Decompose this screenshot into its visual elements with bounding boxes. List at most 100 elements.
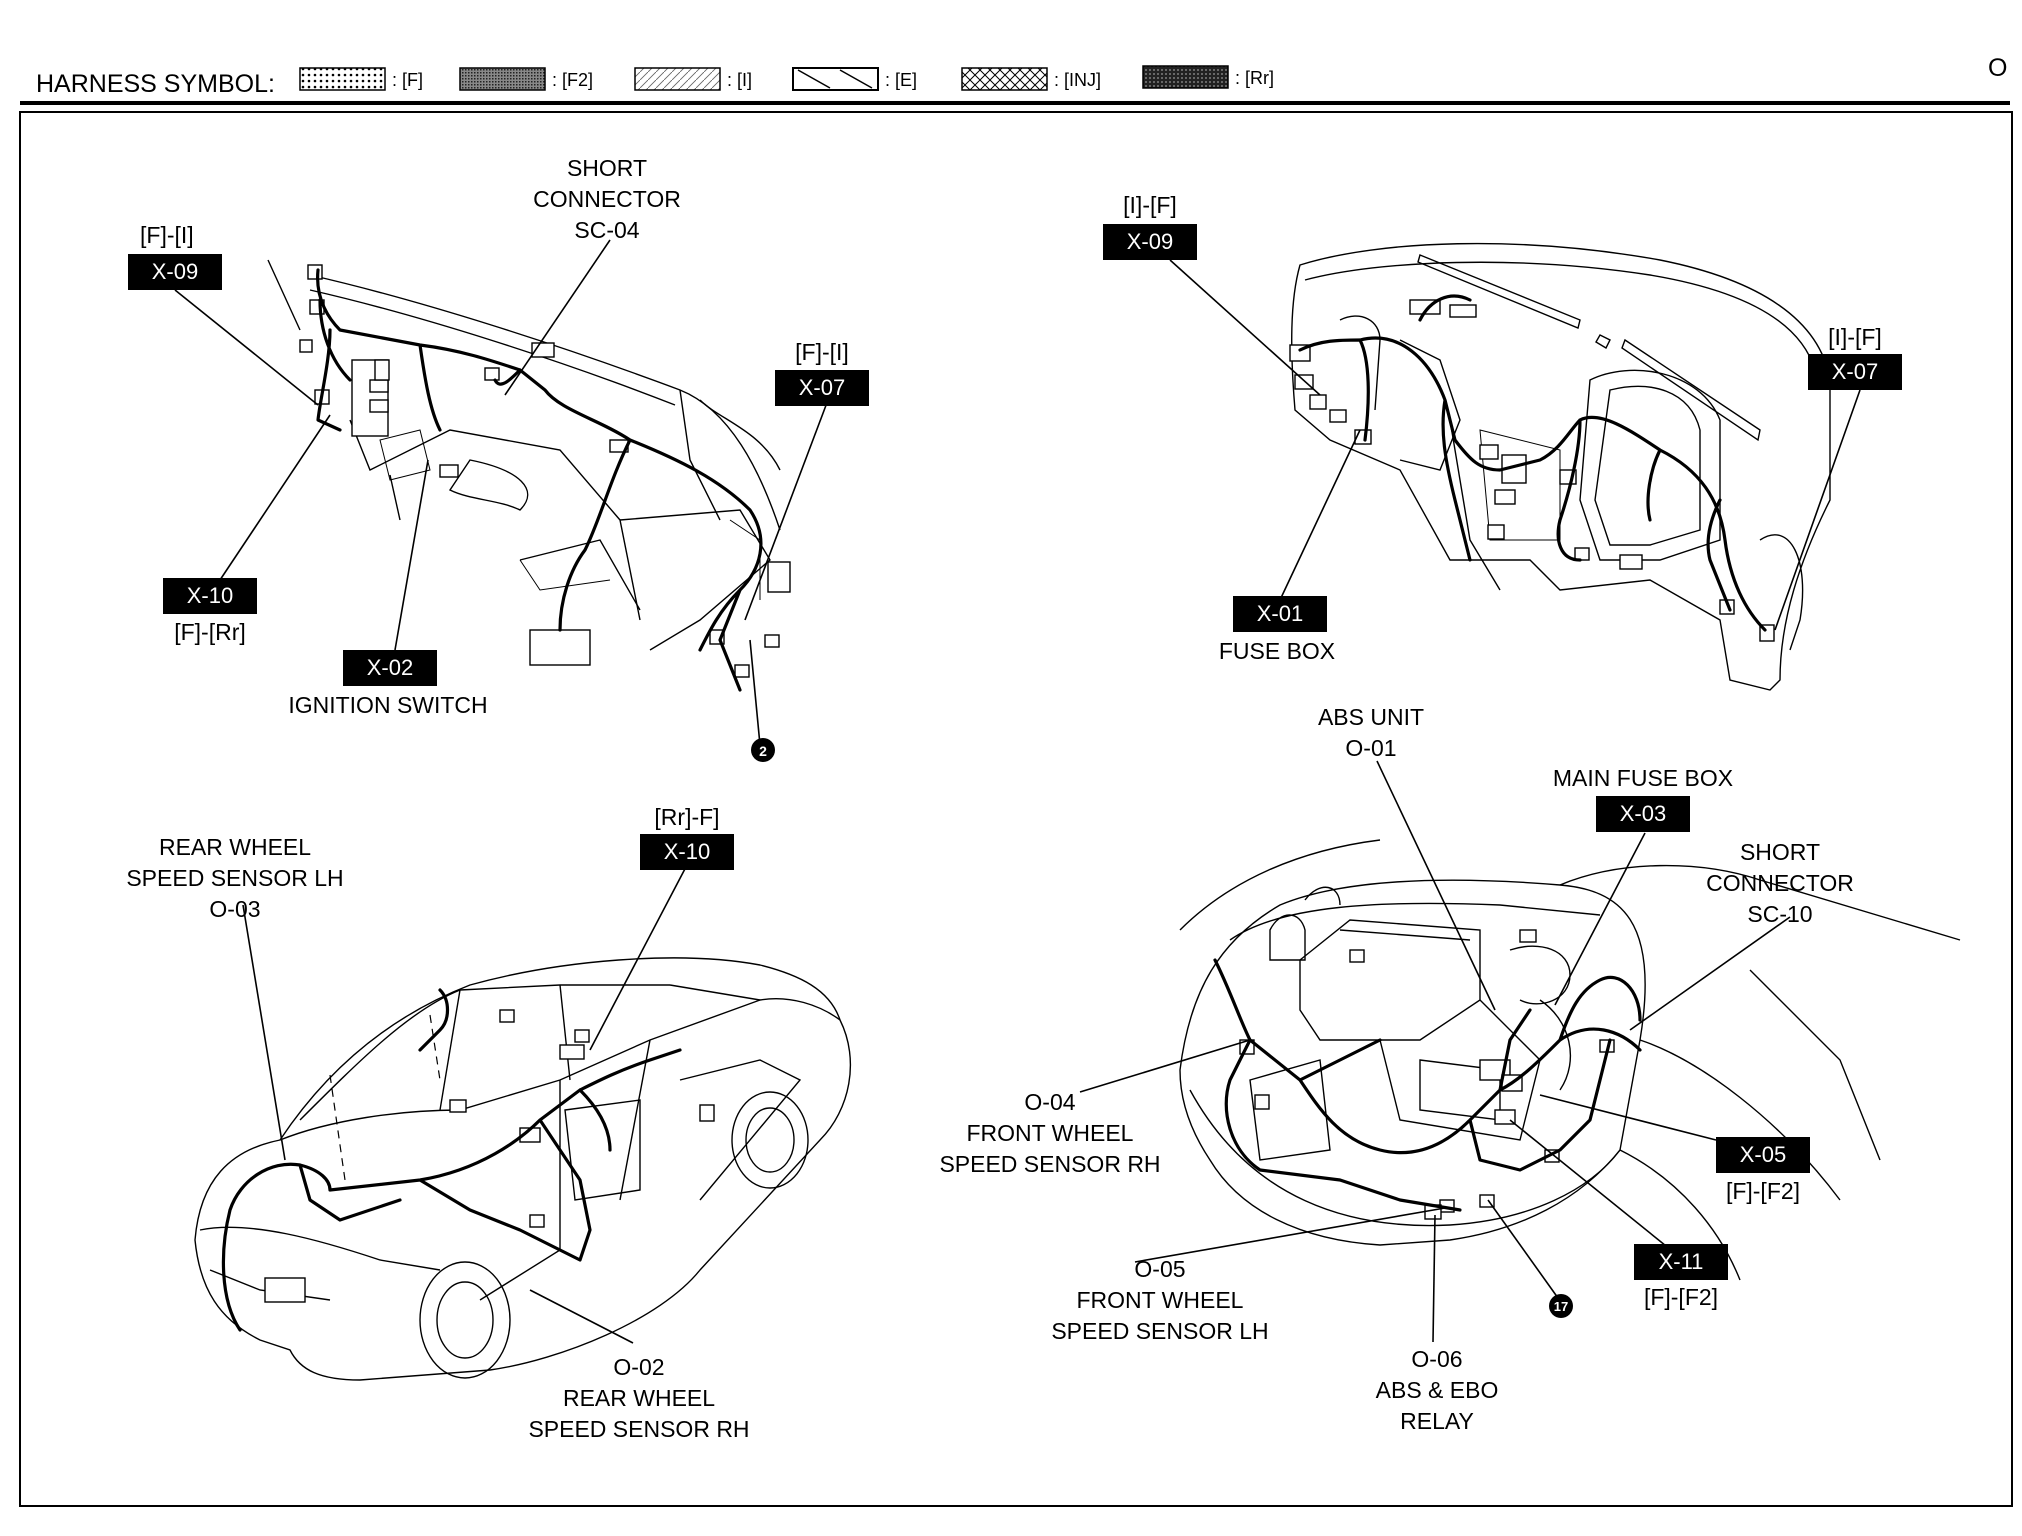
legend-title: HARNESS SYMBOL: bbox=[36, 70, 275, 98]
ground-point-2: 2 bbox=[751, 738, 775, 762]
fuse-box-label: FUSE BOX bbox=[1219, 638, 1335, 664]
o06-line2: RELAY bbox=[1400, 1408, 1474, 1434]
x07-left-code: [F]-[I] bbox=[795, 339, 849, 365]
o03-line1: REAR WHEEL bbox=[159, 834, 311, 860]
leader-sc04 bbox=[504, 239, 611, 396]
rear-car-drawing bbox=[194, 957, 852, 1381]
x07-left-tag: X-07 bbox=[775, 370, 869, 406]
legend-symbol-f: : [F] bbox=[299, 67, 423, 91]
dashboard-left-harness bbox=[316, 268, 763, 692]
x10-rear-code: [Rr]-F] bbox=[654, 804, 719, 830]
x09-left-code: [F]-[I] bbox=[140, 222, 194, 248]
o04-line1: FRONT WHEEL bbox=[967, 1120, 1134, 1146]
sc04-id: SC-04 bbox=[574, 217, 639, 243]
sc04-line1: SHORT bbox=[567, 155, 647, 181]
harness-symbol-legend: HARNESS SYMBOL: : [F] : [F2] : [I] : [E]… bbox=[36, 54, 2007, 98]
o06-id: O-06 bbox=[1411, 1346, 1462, 1372]
legend-label-inj: : [INJ] bbox=[1054, 70, 1101, 90]
x01-id: X-01 bbox=[1257, 601, 1303, 626]
o05-line2: SPEED SENSOR LH bbox=[1051, 1318, 1268, 1344]
x02-tag: X-02 bbox=[343, 650, 437, 686]
rear-car-harness bbox=[221, 988, 682, 1332]
x10-left-tag: X-10 bbox=[163, 578, 257, 614]
x03-tag: X-03 bbox=[1596, 796, 1690, 832]
x09-right-code: [I]-[F] bbox=[1123, 192, 1177, 218]
leader-o04 bbox=[1079, 1039, 1251, 1093]
engine-bay-harness bbox=[1213, 958, 1642, 1212]
o06-line1: ABS & EBO bbox=[1376, 1377, 1499, 1403]
x07-left-id: X-07 bbox=[799, 375, 845, 400]
leader-x01 bbox=[1279, 429, 1361, 601]
leader-sc10 bbox=[1629, 916, 1791, 1031]
sc10-line1: SHORT bbox=[1740, 839, 1820, 865]
legend-symbol-e: : [E] bbox=[792, 67, 917, 91]
x07-right-code: [I]-[F] bbox=[1828, 324, 1882, 350]
x10-rear-tag: X-10 bbox=[640, 834, 734, 870]
x05-id: X-05 bbox=[1740, 1142, 1786, 1167]
legend-label-rr: : [Rr] bbox=[1235, 68, 1274, 88]
x09-left-id: X-09 bbox=[152, 259, 198, 284]
leader-o03 bbox=[242, 904, 286, 1161]
leader-x09-left bbox=[174, 289, 319, 406]
o03-id: O-03 bbox=[209, 896, 260, 922]
engine-bay-drawing bbox=[1179, 839, 1961, 1281]
x03-id: X-03 bbox=[1620, 801, 1666, 826]
leader-x05 bbox=[1539, 1094, 1717, 1141]
x05-tag: X-05 bbox=[1716, 1137, 1810, 1173]
leader-o01 bbox=[1376, 760, 1496, 1011]
o05-id: O-05 bbox=[1134, 1256, 1185, 1282]
dashboard-right-view: [I]-[F] X-09 [I]-[F] X-07 X-01 FUSE BOX bbox=[1103, 192, 1902, 691]
leader-x02 bbox=[394, 459, 429, 651]
ground-17-number: 17 bbox=[1554, 1299, 1568, 1314]
ignition-switch-label: IGNITION SWITCH bbox=[288, 692, 487, 718]
legend-label-f2: : [F2] bbox=[552, 70, 593, 90]
x10-rear-id: X-10 bbox=[664, 839, 710, 864]
x07-right-id: X-07 bbox=[1832, 359, 1878, 384]
dashboard-left-view: [F]-[I] X-09 SHORT CONNECTOR SC-04 [F]-[… bbox=[128, 155, 869, 762]
o01-line1: ABS UNIT bbox=[1318, 704, 1424, 730]
x09-left-tag: X-09 bbox=[128, 254, 222, 290]
dashboard-right-drawing bbox=[1289, 242, 1831, 691]
ground-2-number: 2 bbox=[759, 743, 767, 759]
x10-left-id: X-10 bbox=[187, 583, 233, 608]
leader-ground-2 bbox=[749, 639, 761, 746]
leader-o02 bbox=[529, 1289, 634, 1344]
o02-line2: SPEED SENSOR RH bbox=[528, 1416, 749, 1442]
x09-right-tag: X-09 bbox=[1103, 224, 1197, 260]
dashboard-right-harness bbox=[1298, 294, 1767, 632]
leader-x07-left bbox=[744, 399, 829, 621]
leader-o05 bbox=[1134, 1207, 1446, 1263]
legend-symbol-f2: : [F2] bbox=[459, 67, 593, 91]
legend-label-f: : [F] bbox=[392, 70, 423, 90]
ground-point-17: 17 bbox=[1549, 1294, 1573, 1318]
page-frame bbox=[19, 111, 2013, 1507]
legend-symbol-inj: : [INJ] bbox=[961, 67, 1101, 91]
x11-tag: X-11 bbox=[1634, 1244, 1728, 1280]
o03-line2: SPEED SENSOR LH bbox=[126, 865, 343, 891]
x10-left-code: [F]-[Rr] bbox=[174, 619, 246, 645]
engine-bay-view: ABS UNIT O-01 MAIN FUSE BOX X-03 SHORT C… bbox=[939, 704, 1961, 1434]
leader-ground-17 bbox=[1487, 1199, 1559, 1299]
x09-right-id: X-09 bbox=[1127, 229, 1173, 254]
x07-right-tag: X-07 bbox=[1808, 354, 1902, 390]
x01-tag: X-01 bbox=[1233, 596, 1327, 632]
x05-code: [F]-[F2] bbox=[1726, 1178, 1800, 1204]
legend-symbol-i: : [I] bbox=[634, 67, 752, 91]
rear-car-view: REAR WHEEL SPEED SENSOR LH O-03 [Rr]-F] … bbox=[126, 804, 852, 1442]
dashboard-left-drawing bbox=[267, 259, 791, 678]
leader-x09-right bbox=[1169, 259, 1321, 396]
leader-x11 bbox=[1509, 1119, 1672, 1251]
o01-id: O-01 bbox=[1345, 735, 1396, 761]
leader-x10-left bbox=[219, 414, 331, 581]
o04-line2: SPEED SENSOR RH bbox=[939, 1151, 1160, 1177]
legend-label-e: : [E] bbox=[885, 70, 917, 90]
sc04-line2: CONNECTOR bbox=[533, 186, 681, 212]
leader-x10-rear bbox=[589, 864, 688, 1051]
leader-x07-right bbox=[1774, 389, 1861, 631]
o02-line1: REAR WHEEL bbox=[563, 1385, 715, 1411]
legend-label-i: : [I] bbox=[727, 70, 752, 90]
x11-code: [F]-[F2] bbox=[1644, 1284, 1718, 1310]
sc10-line2: CONNECTOR bbox=[1706, 870, 1854, 896]
leader-x03 bbox=[1554, 832, 1646, 1006]
